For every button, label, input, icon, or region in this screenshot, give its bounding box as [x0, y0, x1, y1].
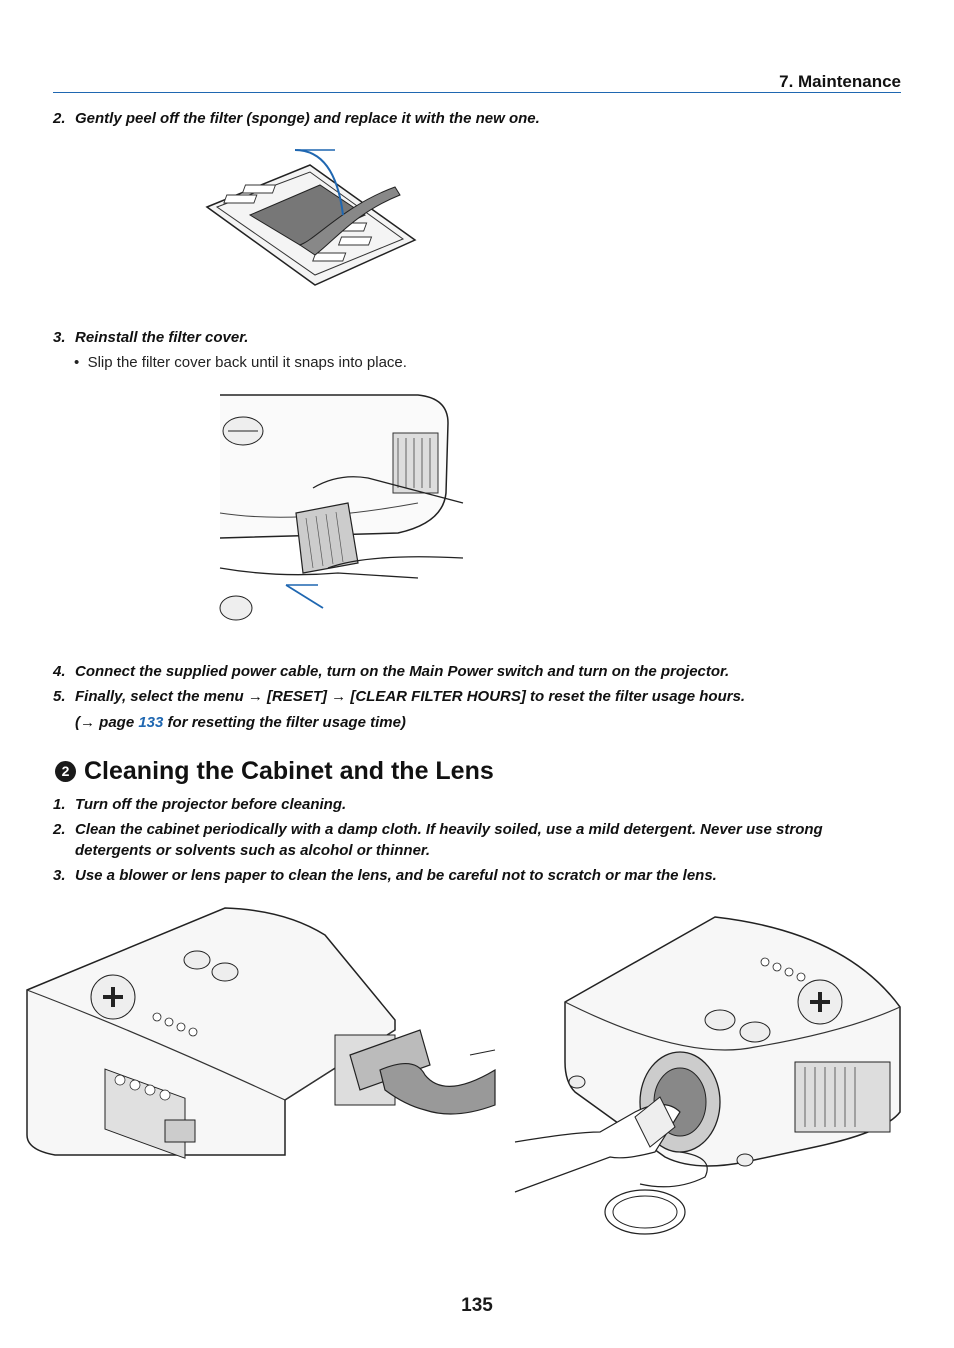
projector-vacuum-illustration [26, 907, 496, 1159]
step-text: Clean the cabinet periodically with a da… [75, 821, 823, 838]
filter-cover-illustration [219, 394, 464, 621]
step-number: 1. [53, 796, 66, 813]
reference-suffix: for resetting the filter usage time) [163, 714, 406, 731]
step-number: 2. [53, 821, 66, 838]
step-number: 3. [53, 867, 66, 884]
page-number: 135 [461, 1295, 493, 1316]
header-rule [53, 92, 901, 93]
section-heading: 2 Cleaning the Cabinet and the Lens [55, 757, 494, 786]
cleaning-step-2: 2. Clean the cabinet periodically with a … [53, 821, 823, 838]
step-number: 4. [53, 663, 66, 680]
filter-illustration [205, 149, 417, 286]
section-title: Cleaning the Cabinet and the Lens [84, 757, 494, 785]
section-number-badge: 2 [55, 761, 76, 782]
cleaning-step-3: 3. Use a blower or lens paper to clean th… [53, 867, 717, 884]
step-text: detergents or solvents such as alcohol o… [75, 842, 431, 859]
step-text: Use a blower or lens paper to clean the … [75, 867, 717, 884]
reference-prefix: (→ page [75, 714, 139, 731]
step-text: Connect the supplied power cable, turn o… [75, 663, 730, 680]
section-label: 7. Maintenance [779, 72, 901, 91]
cleaning-step-2-continued: detergents or solvents such as alcohol o… [75, 842, 430, 859]
bullet-item: • Slip the filter cover back until it sn… [74, 354, 407, 371]
step-number: 3. [53, 329, 66, 346]
step-text: Reinstall the filter cover. [75, 329, 249, 346]
bullet-text: Slip the filter cover back until it snap… [87, 354, 407, 371]
lens-cleaning-illustration [514, 916, 901, 1235]
step-2-filter: 2. Gently peel off the filter (sponge) an… [53, 110, 540, 127]
page-link[interactable]: 133 [138, 714, 164, 731]
bullet-dot: • [74, 354, 88, 371]
step-4: 4. Connect the supplied power cable, turn… [53, 663, 729, 680]
step-number: 2. [53, 110, 66, 127]
step-text: Gently peel off the filter (sponge) and … [75, 110, 540, 127]
step-3-filter: 3. Reinstall the filter cover. [53, 329, 248, 346]
page-reference: (→ page 133 for resetting the filter usa… [75, 714, 406, 731]
step-5: 5. Finally, select the menu → [RESET] → [… [53, 688, 745, 705]
step-number: 5. [53, 688, 66, 705]
cleaning-step-1: 1. Turn off the projector before cleaning… [53, 796, 346, 813]
step-text: Finally, select the menu → [RESET] → [CL… [75, 688, 746, 705]
step-text: Turn off the projector before cleaning. [75, 796, 347, 813]
